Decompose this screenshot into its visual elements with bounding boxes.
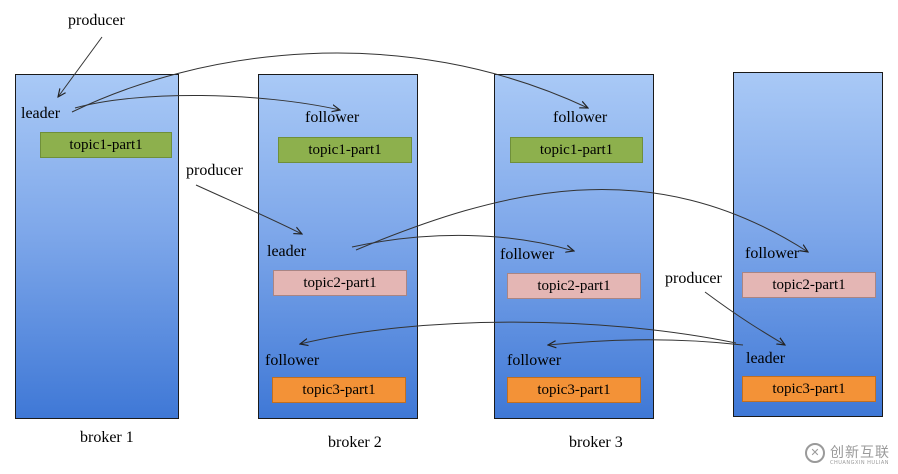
arrow-producer2-to-leader — [195, 184, 302, 234]
broker-2-box — [258, 74, 418, 419]
leader-label-broker4: leader — [746, 350, 786, 367]
broker-2-label: broker 2 — [328, 434, 382, 451]
topic3-part1-follower-broker2: topic3-part1 — [272, 377, 406, 403]
arrow-leader2-to-follower3 — [351, 234, 574, 251]
follower-label-broker3-t3: follower — [507, 352, 562, 369]
arrow-leader4-to-follower3 — [548, 339, 744, 345]
topic3-part1-leader: topic3-part1 — [742, 376, 876, 402]
topic3-part1-follower-broker3: topic3-part1 — [507, 377, 641, 403]
broker-1-label: broker 1 — [80, 429, 134, 446]
leader-label-broker2: leader — [267, 243, 307, 260]
arrow-producer1-to-leader — [58, 36, 103, 97]
producer-label-2: producer — [186, 162, 243, 179]
watermark-text: 创新互联 — [830, 445, 890, 461]
topic1-part1-follower-broker2: topic1-part1 — [278, 137, 412, 163]
broker-1-box — [15, 74, 179, 419]
arrow-leader4-to-follower2 — [300, 321, 737, 344]
follower-label-broker4-t2: follower — [745, 245, 800, 262]
arrow-producer3-to-leader — [704, 291, 785, 345]
leader-label-broker1: leader — [21, 105, 61, 122]
arrow-leader1-to-follower3 — [71, 52, 588, 113]
producer-label-3: producer — [665, 270, 722, 287]
arrow-leader2-to-follower4 — [355, 188, 808, 252]
broker-3-label: broker 3 — [569, 434, 623, 451]
follower-label-broker3-t1: follower — [553, 109, 608, 126]
topic1-part1-leader: topic1-part1 — [40, 132, 172, 158]
topic2-part1-follower-broker4: topic2-part1 — [742, 272, 876, 298]
producer-label-1: producer — [68, 12, 125, 29]
watermark-subtext: CHUANGXIN HULIAN — [830, 460, 890, 466]
follower-label-broker2-t3: follower — [265, 352, 320, 369]
arrow-leader1-to-follower2 — [74, 94, 340, 110]
topic2-part1-follower-broker3: topic2-part1 — [507, 273, 641, 299]
watermark-logo: ✕ 创新互联 CHUANGXIN HULIAN — [805, 440, 895, 470]
topic1-part1-follower-broker3: topic1-part1 — [510, 137, 643, 163]
follower-label-broker2-t1: follower — [305, 109, 360, 126]
watermark-icon: ✕ — [805, 443, 825, 463]
topic2-part1-leader: topic2-part1 — [273, 270, 407, 296]
follower-label-broker3-t2: follower — [500, 246, 555, 263]
